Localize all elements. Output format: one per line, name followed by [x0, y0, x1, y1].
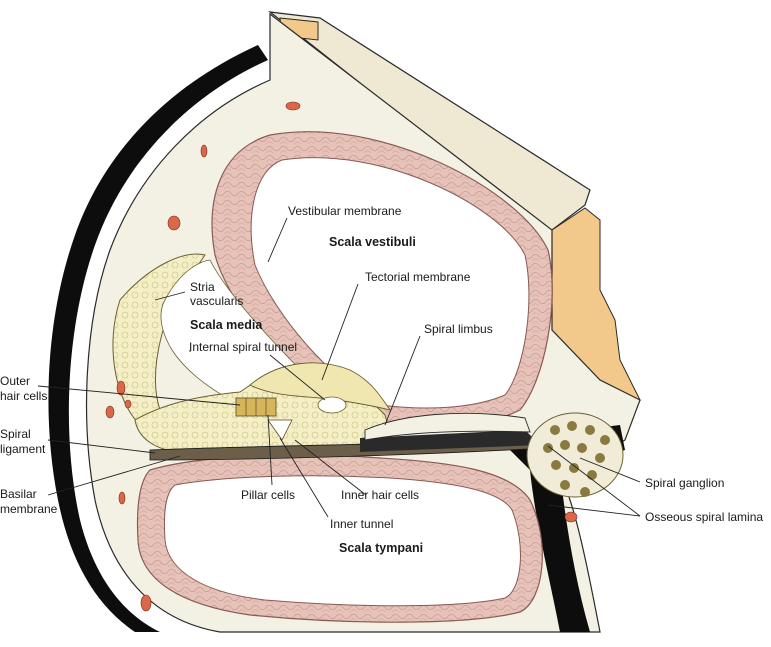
label-scala-tympani: Scala tympani — [339, 541, 423, 555]
label-internal-spiral-tunnel: Internal spiral tunnel — [189, 340, 297, 354]
label-stria-vascularis-line1: Stria — [190, 280, 215, 294]
label-osseous-spiral-lamina: Osseous spiral lamina — [645, 510, 763, 524]
blood-vessels — [105, 101, 578, 612]
label-spiral-ligament-line2: ligament — [0, 442, 46, 456]
label-outer-hair-cells-line2: hair cells — [0, 389, 47, 403]
label-inner-tunnel: Inner tunnel — [330, 517, 393, 531]
label-scala-media: Scala media — [190, 318, 263, 332]
label-vestibular-membrane: Vestibular membrane — [288, 204, 402, 218]
label-spiral-ganglion: Spiral ganglion — [645, 476, 724, 490]
label-pillar-cells: Pillar cells — [241, 488, 295, 502]
osseous-spiral-lamina — [360, 430, 540, 452]
label-stria-vascularis-line2: vascularis — [190, 294, 243, 308]
label-tectorial-membrane: Tectorial membrane — [365, 270, 471, 284]
internal-spiral-tunnel — [317, 396, 347, 414]
outer-bony-wall — [48, 45, 268, 632]
label-spiral-limbus: Spiral limbus — [424, 322, 493, 336]
spiral-limbus — [364, 412, 531, 441]
label-spiral-ligament-line1: Spiral — [0, 427, 31, 441]
leader-lines — [37, 217, 641, 518]
scala-vestibuli-cavity — [250, 157, 530, 409]
label-basilar-membrane-line2: membrane — [0, 502, 58, 516]
label-inner-hair-cells: Inner hair cells — [341, 488, 419, 502]
label-outer-hair-cells-line1: Outer — [0, 374, 30, 388]
label-scala-vestibuli: Scala vestibuli — [329, 235, 416, 249]
scala-tympani-cavity — [163, 475, 521, 607]
label-basilar-membrane-line1: Basilar — [0, 487, 37, 501]
inner-tunnel — [267, 419, 293, 441]
modiolus-dark-wall — [500, 425, 625, 632]
tectorial-membrane — [249, 362, 392, 411]
spiral-ganglion — [526, 412, 624, 498]
